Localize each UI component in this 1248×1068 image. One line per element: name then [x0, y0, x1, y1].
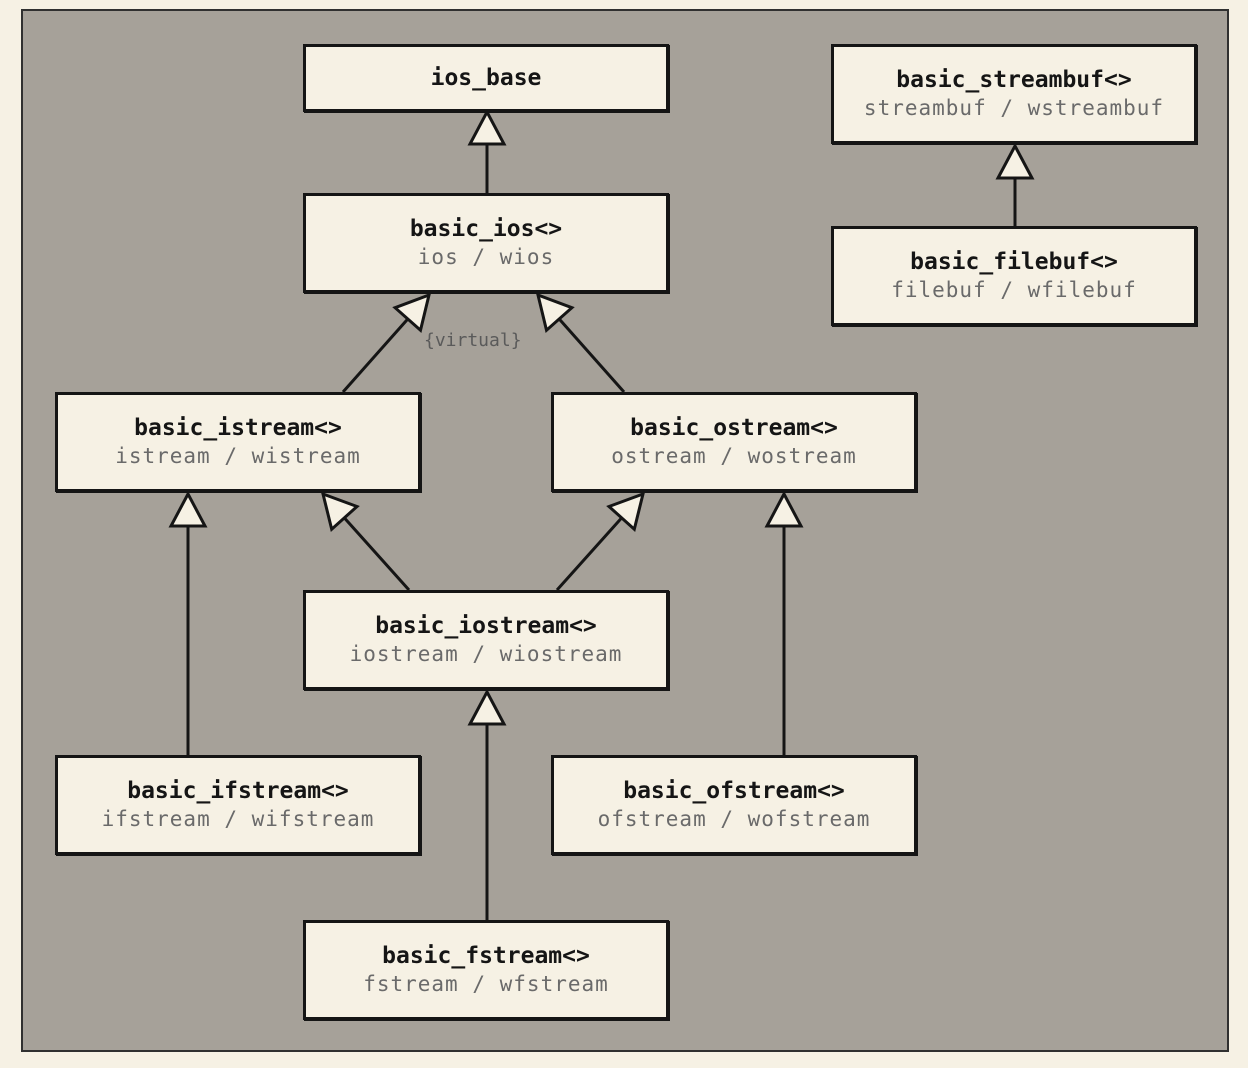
edge-filebuf-to-streambuf: [995, 142, 1035, 226]
inheritance-arrowhead: [764, 490, 804, 528]
node-title: basic_ostream<>: [630, 415, 838, 441]
node-ios-base: ios_base: [303, 44, 669, 112]
node-subtitle: ios / wios: [417, 245, 555, 269]
edge-iostream-to-istream: [320, 491, 411, 592]
node-title: basic_istream<>: [134, 415, 342, 441]
node-title: basic_filebuf<>: [910, 249, 1118, 275]
edge-line: [558, 317, 626, 393]
node-basic-ifstream: basic_ifstream<> ifstream / wifstream: [55, 755, 421, 855]
node-title: basic_streambuf<>: [896, 67, 1132, 93]
node-basic-fstream: basic_fstream<> fstream / wfstream: [303, 920, 669, 1020]
node-subtitle: streambuf / wstreambuf: [863, 96, 1165, 120]
node-subtitle: filebuf / wfilebuf: [891, 278, 1137, 302]
edge-ofstream-to-ostream: [764, 490, 804, 755]
edge-fstream-to-iostream: [467, 688, 507, 920]
inheritance-arrowhead: [467, 108, 507, 146]
node-basic-ios: basic_ios<> ios / wios: [303, 193, 669, 293]
node-subtitle: istream / wistream: [115, 444, 361, 468]
edge-ostream-to-basic-ios: [535, 292, 626, 393]
node-basic-streambuf: basic_streambuf<> streambuf / wstreambuf: [831, 44, 1197, 144]
node-title: basic_ios<>: [409, 216, 563, 242]
inheritance-arrowhead: [320, 491, 360, 532]
node-title: basic_ofstream<>: [623, 778, 845, 804]
edge-line: [341, 317, 409, 393]
node-basic-ofstream: basic_ofstream<> ofstream / wofstream: [551, 755, 917, 855]
node-subtitle: ifstream / wifstream: [101, 807, 375, 831]
node-title: basic_ifstream<>: [127, 778, 349, 804]
node-basic-ostream: basic_ostream<> ostream / wostream: [551, 392, 917, 492]
node-title: ios_base: [430, 64, 542, 91]
edge-ifstream-to-istream: [168, 490, 208, 755]
edge-line: [555, 516, 623, 592]
inheritance-arrowhead: [392, 292, 432, 333]
edge-line: [343, 516, 411, 592]
inheritance-edges: [168, 108, 1035, 920]
node-subtitle: iostream / wiostream: [349, 642, 623, 666]
inheritance-arrowhead: [995, 142, 1035, 180]
inheritance-arrowhead: [606, 491, 646, 532]
node-title: basic_fstream<>: [382, 943, 590, 969]
node-subtitle: fstream / wfstream: [363, 972, 609, 996]
node-subtitle: ostream / wostream: [611, 444, 857, 468]
node-basic-istream: basic_istream<> istream / wistream: [55, 392, 421, 492]
class-hierarchy-diagram: ios_base basic_ios<> ios / wios basic_is…: [21, 9, 1229, 1052]
edge-istream-to-basic-ios: [341, 292, 432, 393]
node-subtitle: ofstream / wofstream: [597, 807, 871, 831]
node-basic-iostream: basic_iostream<> iostream / wiostream: [303, 590, 669, 690]
inheritance-arrowhead: [535, 292, 575, 333]
virtual-inheritance-note: {virtual}: [424, 330, 522, 351]
node-basic-filebuf: basic_filebuf<> filebuf / wfilebuf: [831, 226, 1197, 326]
edge-basic-ios-to-ios-base: [467, 108, 507, 193]
node-title: basic_iostream<>: [375, 613, 597, 639]
edge-iostream-to-ostream: [555, 491, 646, 592]
inheritance-arrowhead: [168, 490, 208, 528]
inheritance-arrowhead: [467, 688, 507, 726]
